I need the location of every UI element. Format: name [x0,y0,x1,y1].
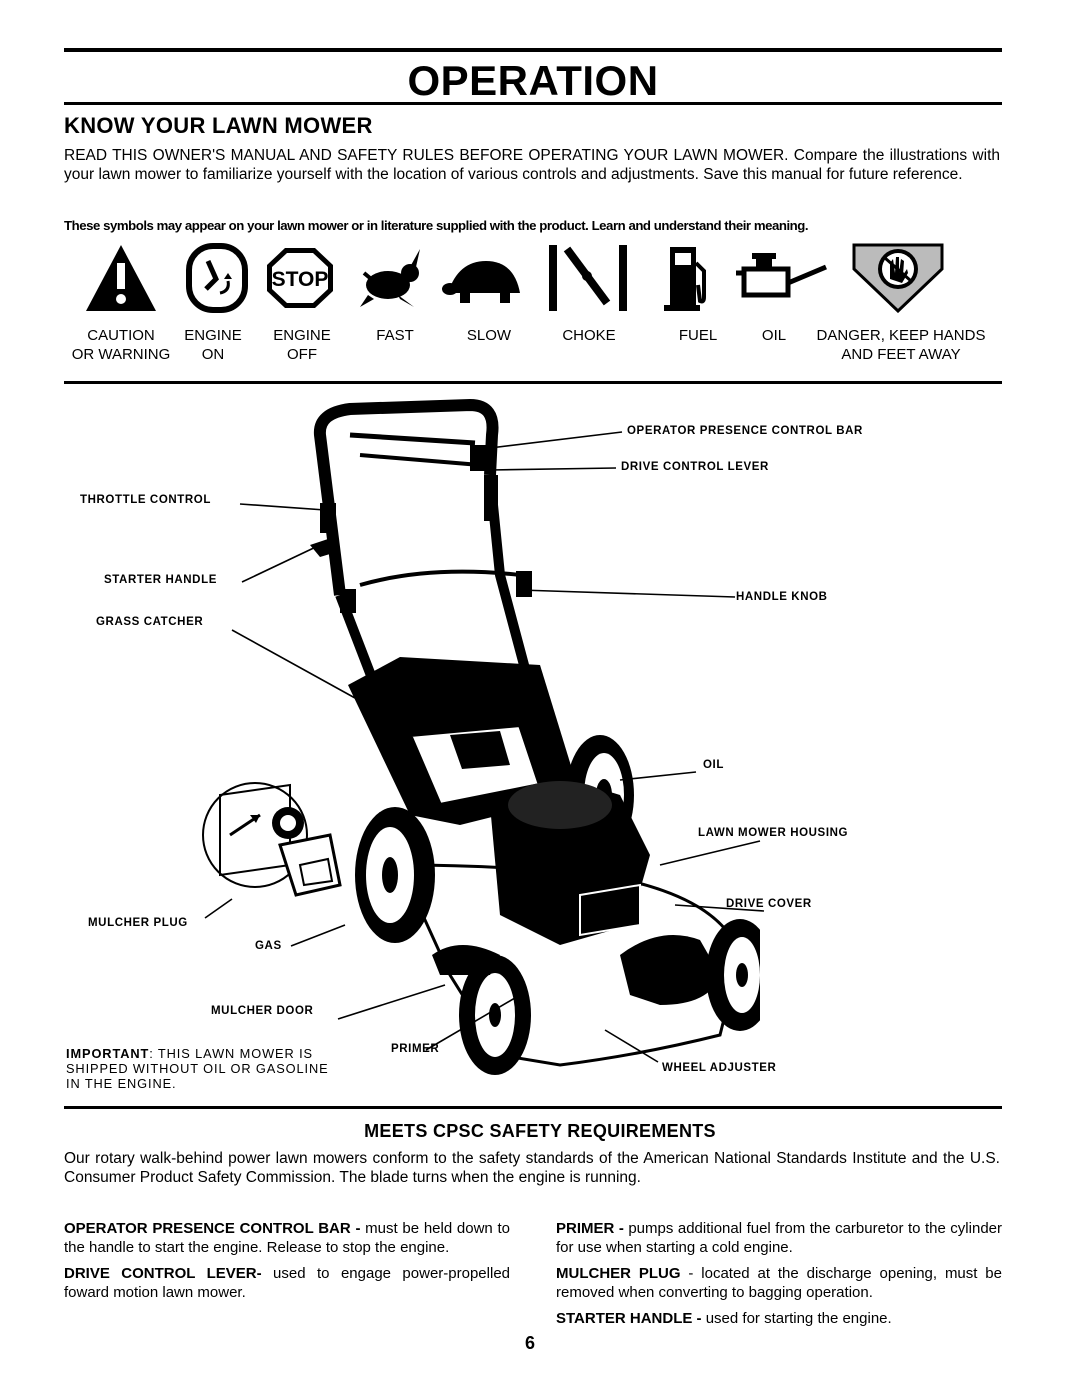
callout-starter-handle: STARTER HANDLE [104,574,217,586]
lawn-mower-illustration [202,398,760,1075]
definition-drive-control-lever: DRIVE CONTROL LEVER- used to engage powe… [64,1265,510,1301]
definitions-left: OPERATOR PRESENCE CONTROL BAR - must be … [64,1219,510,1302]
symbols-rule [64,381,1002,384]
engine-on-icon [186,243,248,313]
callout-handle-knob: HANDLE KNOB [736,591,828,603]
symbols-note: These symbols may appear on your lawn mo… [64,218,809,233]
stop-icon: STOP [265,243,335,313]
important-note: IMPORTANT: THIS LAWN MOWER IS SHIPPED WI… [66,1046,329,1091]
callout-mulcher-door: MULCHER DOOR [211,1005,314,1017]
choke-icon [545,243,631,313]
callout-wheel-adjuster: WHEEL ADJUSTER [662,1062,777,1074]
symbol-label-oil: OIL [761,327,787,344]
callout-primer: PRIMER [391,1043,440,1055]
oil-can-icon [734,243,830,313]
definition-starter-handle: STARTER HANDLE - used for starting the e… [556,1310,892,1327]
safety-paragraph: Our rotary walk-behind power lawn mowers… [64,1150,1000,1186]
safety-title: MEETS CPSC SAFETY REQUIREMENTS [364,1121,716,1141]
callout-grass-catcher: GRASS CATCHER [96,616,204,628]
callout-mulcher-plug: MULCHER PLUG [88,917,188,929]
title-rule [64,102,1002,105]
definition-mulcher-plug: MULCHER PLUG - located at the discharge … [556,1265,1002,1301]
important-label: IMPORTANT [66,1046,150,1061]
callout-oil: OIL [703,759,724,771]
definition-primer: PRIMER - pumps additional fuel from the … [556,1220,1002,1256]
svg-text:STOP: STOP [272,268,329,291]
turtle-icon [442,243,522,313]
section-title: KNOW YOUR LAWN MOWER [64,113,373,138]
fuel-pump-icon [660,243,710,313]
callout-throttle-control: THROTTLE CONTROL [80,494,211,506]
definitions-right: PRIMER - pumps additional fuel from the … [556,1219,1002,1328]
rabbit-icon [358,243,426,313]
definition-operator-presence: OPERATOR PRESENCE CONTROL BAR - must be … [64,1220,511,1256]
symbol-label-fuel: FUEL [678,327,718,344]
intro-paragraph: READ THIS OWNER'S MANUAL AND SAFETY RULE… [64,147,1000,183]
callout-operator-presence-control-bar: OPERATOR PRESENCE CONTROL BAR [627,425,863,437]
safety-rule [64,1106,1002,1109]
callout-gas: GAS [255,940,282,952]
callout-drive-control-lever: DRIVE CONTROL LEVER [621,461,769,473]
symbol-label-choke: CHOKE [562,327,616,344]
callout-drive-cover: DRIVE COVER [726,898,812,910]
callout-lawn-mower-housing: LAWN MOWER HOUSING [698,827,849,839]
keep-hands-away-icon [852,243,944,314]
symbol-label-slow: SLOW [466,327,512,344]
page-number: 6 [524,1333,535,1353]
page-title: OPERATION [407,57,659,104]
symbol-label-fast: FAST [376,327,414,344]
top-rule [64,48,1002,52]
caution-triangle-icon [84,243,158,313]
